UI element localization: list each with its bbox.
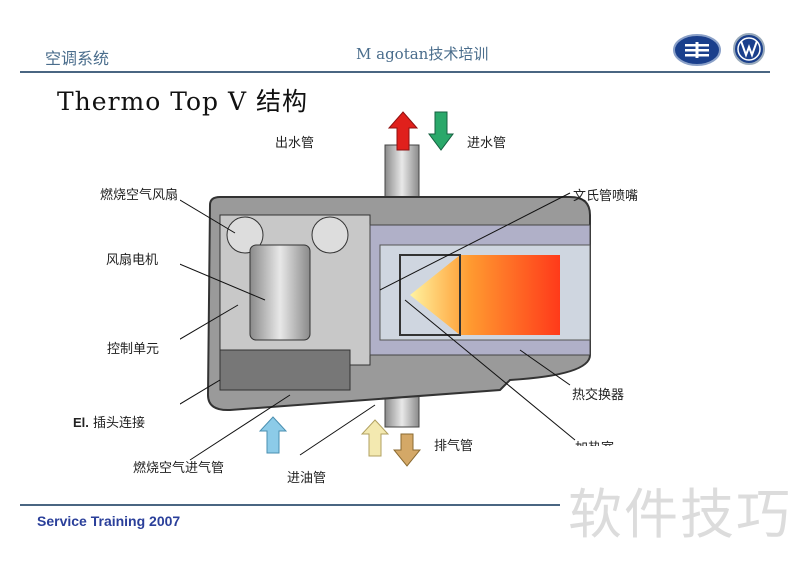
exhaust-arrow [393,433,421,467]
label-water-in: 进水管 [467,136,507,151]
venturi-nozzle [399,254,461,336]
faw-logo [673,34,721,66]
label-plug-text: 插头连接 [93,416,146,431]
heater-diagram [180,144,591,461]
air-in-arrow [259,416,287,454]
label-combustion-air-intake: 燃烧空气进气管 [133,461,225,476]
course-title: M agotan技术培训 [356,45,489,63]
footer-divider [20,504,560,506]
header-divider [20,71,770,73]
footer-text: Service Training 2007 [37,513,181,529]
label-control-unit: 控制单元 [107,342,160,357]
fan-wheel-left [226,216,264,254]
label-el-prefix: El. [73,415,89,430]
water-out-arrow [388,111,418,151]
label-fan-motor: 风扇电机 [106,253,159,268]
label-exhaust-pipe: 排气管 [434,439,474,454]
section-title: 空调系统 [45,49,110,68]
fan-wheel-right [311,216,349,254]
label-plug-connection: El. 插头连接 [73,412,145,431]
label-heat-exchanger: 热交换器 [572,388,625,403]
label-water-out: 出水管 [275,136,315,151]
fan-motor-body [249,244,311,341]
slide-title: Thermo Top V 结构 [57,87,308,116]
flame [410,255,560,335]
label-fuel-inlet: 进油管 [287,471,327,486]
fuel-in-arrow [361,419,389,457]
vw-logo [733,33,765,65]
water-in-arrow [428,111,454,151]
label-venturi-nozzle: 文氏管喷嘴 [573,189,639,204]
watermark: 软件技巧 [568,483,792,546]
label-combustion-fan: 燃烧空气风扇 [100,188,179,203]
control-unit-board [219,349,351,391]
label-heating-chamber: 加热室 [575,437,614,446]
